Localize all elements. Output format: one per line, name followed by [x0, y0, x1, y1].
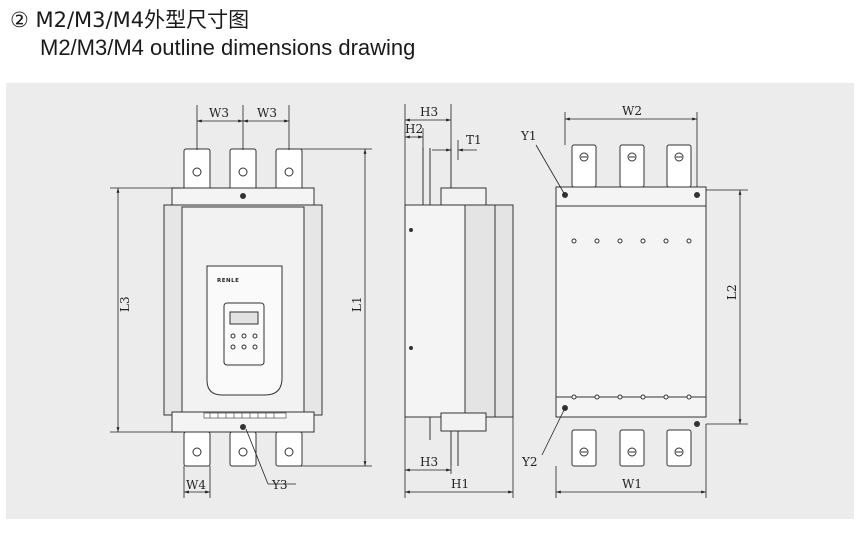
dim-l2: L2 — [725, 284, 739, 300]
side-bottom-block — [440, 412, 487, 432]
back-plate — [555, 186, 707, 418]
dim-h2: H2 — [405, 122, 423, 136]
back-holes-bottom — [571, 394, 692, 400]
dim-w3-left: W3 — [209, 106, 229, 120]
dim-w4: W4 — [186, 478, 206, 492]
brand-logo: RENLE — [217, 278, 239, 284]
side-dimensions — [404, 104, 514, 498]
dim-w1: W1 — [622, 477, 642, 491]
bottom-terminal-strip — [203, 412, 287, 419]
dim-l1: L1 — [350, 296, 364, 312]
dim-y1: Y1 — [520, 129, 537, 143]
front-view — [110, 105, 372, 498]
back-dimensions — [535, 112, 748, 498]
dim-w3-right: W3 — [257, 106, 277, 120]
side-view — [404, 104, 514, 498]
front-dimensions — [110, 105, 372, 498]
front-top-terminals — [183, 148, 303, 192]
dim-y2: Y2 — [521, 455, 538, 469]
dim-h3-bottom: H3 — [420, 455, 438, 469]
heading-english: M2/M3/M4 outline dimensions drawing — [40, 35, 416, 60]
dim-h1: H1 — [451, 477, 469, 491]
side-top-block — [440, 187, 487, 207]
dim-l3: L3 — [118, 296, 132, 312]
dim-h3-top: H3 — [420, 105, 438, 119]
dim-t1: T1 — [466, 133, 482, 147]
back-bottom-terminals — [571, 429, 692, 467]
dim-y3: Y3 — [271, 478, 288, 492]
keypad — [223, 302, 265, 366]
back-holes-top — [571, 238, 692, 244]
back-top-terminals — [571, 144, 692, 188]
dim-w2: W2 — [622, 104, 642, 118]
heading-chinese: ② M2/M3/M4外型尺寸图 — [10, 8, 250, 32]
back-view — [535, 112, 748, 498]
front-bottom-terminals — [183, 431, 303, 467]
